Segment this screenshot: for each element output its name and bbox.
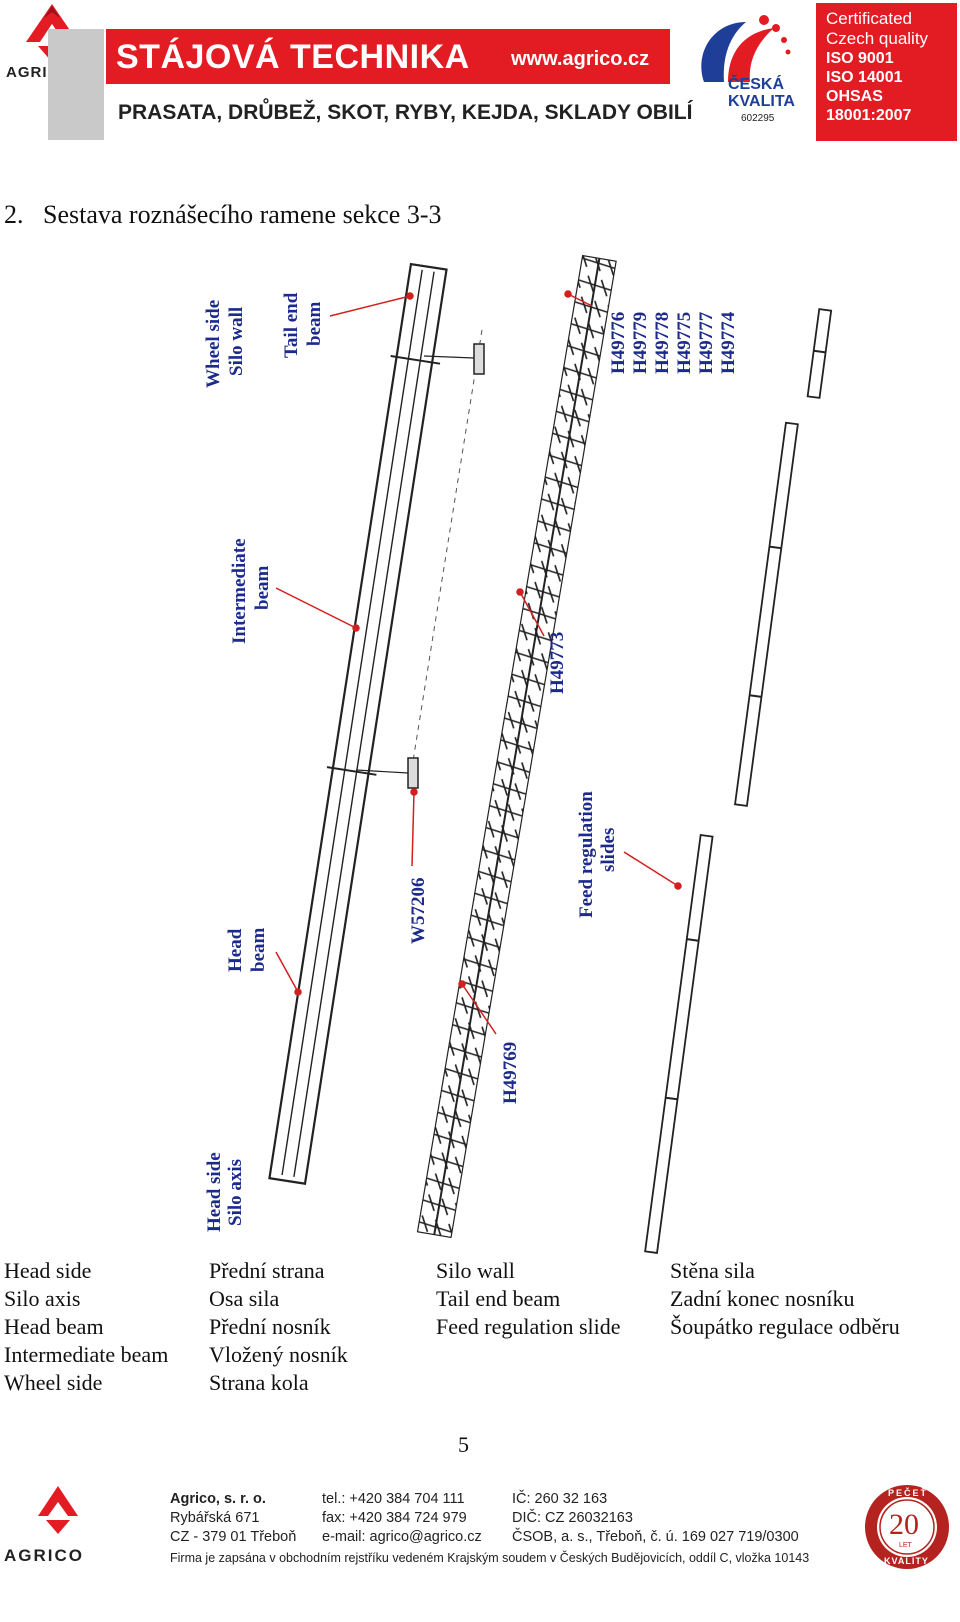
agrico-footer-logo-icon [38, 1486, 78, 1534]
bank-account: ČSOB, a. s., Třeboň, č. ú. 169 027 719/0… [512, 1529, 799, 1545]
part-number: H49777 [696, 311, 717, 374]
part-number: H49775 [674, 311, 695, 374]
label-silo-axis: Silo axis [225, 1158, 246, 1226]
footer-logo-text: AGRICO [4, 1546, 84, 1565]
company-city: CZ - 379 01 Třeboň [170, 1529, 297, 1545]
legend-row: Head beam Přední nosník Feed regulation … [4, 1313, 954, 1341]
label-tail-end: Tail end [281, 292, 302, 358]
label-silo-wall: Silo wall [226, 306, 247, 376]
legend-row: Head side Přední strana Silo wall Stěna … [4, 1257, 954, 1285]
seal-bottom-text: KVALITY [884, 1556, 929, 1566]
quality-seal-icon [865, 1485, 949, 1569]
footer: AGRICO Agrico, s. r. o. Rybářská 671 CZ … [0, 1480, 960, 1622]
dic: DIČ: CZ 26032163 [512, 1510, 633, 1526]
seal-top-text: PEČEŤ [888, 1488, 929, 1498]
company-name: Agrico, s. r. o. [170, 1491, 266, 1507]
footer-col-company: Agrico, s. r. o. Rybářská 671 CZ - 379 0… [170, 1490, 296, 1547]
legend-en: Head side [4, 1258, 92, 1283]
legend-en: Head beam [4, 1314, 104, 1339]
fax: fax: +420 384 724 979 [322, 1510, 467, 1526]
header-subtitle: PRASATA, DRŮBEŽ, SKOT, RYBY, KEJDA, SKLA… [118, 101, 693, 124]
label-w57206: W57206 [408, 877, 429, 945]
section-title: 2. Sestava roznášecího ramene sekce 3-3 [4, 200, 442, 229]
label-h49773: H49773 [547, 631, 568, 694]
legend-en: Silo axis [4, 1286, 81, 1311]
part-number: H49778 [652, 311, 673, 374]
ceska-kvalita-icon [701, 15, 791, 82]
cert-line: Certificated [826, 9, 912, 28]
legend-row: Silo axis Osa sila Tail end beam Zadní k… [4, 1285, 954, 1313]
feed-slides [644, 308, 833, 1254]
legend-en: Silo wall [436, 1258, 515, 1283]
label-head-side: Head side [204, 1152, 225, 1232]
bracket-top [473, 343, 485, 375]
label-slides: slides [598, 827, 619, 872]
certification-box: Certificated Czech quality ISO 9001 ISO … [816, 3, 957, 141]
label-feed-regulation: Feed regulation [576, 791, 597, 918]
ico: IČ: 260 32 163 [512, 1491, 608, 1507]
kvalita-word: KVALITA [728, 93, 795, 110]
seal-let: LET [899, 1542, 912, 1549]
legend-en: Intermediate beam [4, 1342, 169, 1367]
cert-line: ISO 14001 [826, 69, 903, 86]
label-intermediate: Intermediate [229, 538, 250, 644]
legend-en: Feed regulation slide [436, 1314, 621, 1339]
email: e-mail: agrico@agrico.cz [322, 1529, 482, 1545]
legend-cz: Přední strana [209, 1258, 325, 1283]
shaft-axis [409, 329, 483, 781]
legend-cz: Šoupátko regulace odběru [670, 1314, 900, 1339]
legend-cz: Osa sila [209, 1286, 280, 1311]
part-number: H49779 [630, 311, 651, 374]
legend-cz: Zadní konec nosníku [670, 1286, 855, 1311]
legend-row: Intermediate beam Vložený nosník [4, 1341, 954, 1369]
label-head: Head [225, 928, 246, 972]
main-beam [268, 262, 448, 1185]
legend-row: Wheel side Strana kola [4, 1369, 954, 1397]
legend: Head side Přední strana Silo wall Stěna … [4, 1257, 954, 1397]
company-street: Rybářská 671 [170, 1510, 260, 1526]
banner: STÁJOVÁ TECHNIKA www.agrico.cz [106, 29, 670, 84]
cert-line: Czech quality [826, 29, 929, 48]
cert-line: OHSAS [826, 88, 883, 105]
ceska-word: ČESKÁ [728, 76, 785, 93]
part-number: H49774 [718, 311, 739, 374]
legend-cz: Strana kola [209, 1370, 309, 1395]
label-wheel-side: Wheel side [203, 299, 224, 388]
ceska-kvalita-text: ČESKÁ KVALITA [728, 76, 795, 110]
label-intermediate-beam: beam [252, 565, 273, 610]
part-number: H49776 [608, 311, 629, 374]
gray-strip-top [48, 29, 104, 84]
label-head-beam: beam [248, 927, 269, 972]
legend-cz: Stěna sila [670, 1258, 755, 1283]
seal-number: 20 [889, 1508, 919, 1541]
legend-cz: Přední nosník [209, 1314, 331, 1339]
label-tail-beam: beam [304, 301, 325, 346]
bracket-bottom [407, 757, 419, 789]
footer-col-ids: IČ: 260 32 163 DIČ: CZ 26032163 ČSOB, a.… [512, 1490, 799, 1547]
assembly-drawing [268, 254, 833, 1254]
phone: tel.: +420 384 704 111 [322, 1491, 465, 1507]
footer-registry: Firma je zapsána v obchodním rejstříku v… [170, 1551, 810, 1565]
label-h49769: H49769 [500, 1041, 521, 1104]
legend-cz: Vložený nosník [209, 1342, 348, 1367]
banner-website: www.agrico.cz [511, 48, 650, 70]
legend-en: Wheel side [4, 1370, 103, 1395]
legend-en: Tail end beam [436, 1286, 561, 1311]
cert-line: 18001:2007 [826, 107, 912, 124]
footer-col-contact: tel.: +420 384 704 111 fax: +420 384 724… [322, 1490, 482, 1547]
banner-title: STÁJOVÁ TECHNIKA [116, 38, 470, 76]
page-number: 5 [458, 1432, 469, 1457]
ceska-kvalita-id: 602295 [741, 113, 775, 124]
leader-lines [275, 290, 682, 1035]
gray-strip [48, 84, 104, 140]
cert-line: ISO 9001 [826, 50, 894, 67]
header: AGRICO STÁJOVÁ TECHNIKA www.agrico.cz PR… [0, 0, 960, 145]
